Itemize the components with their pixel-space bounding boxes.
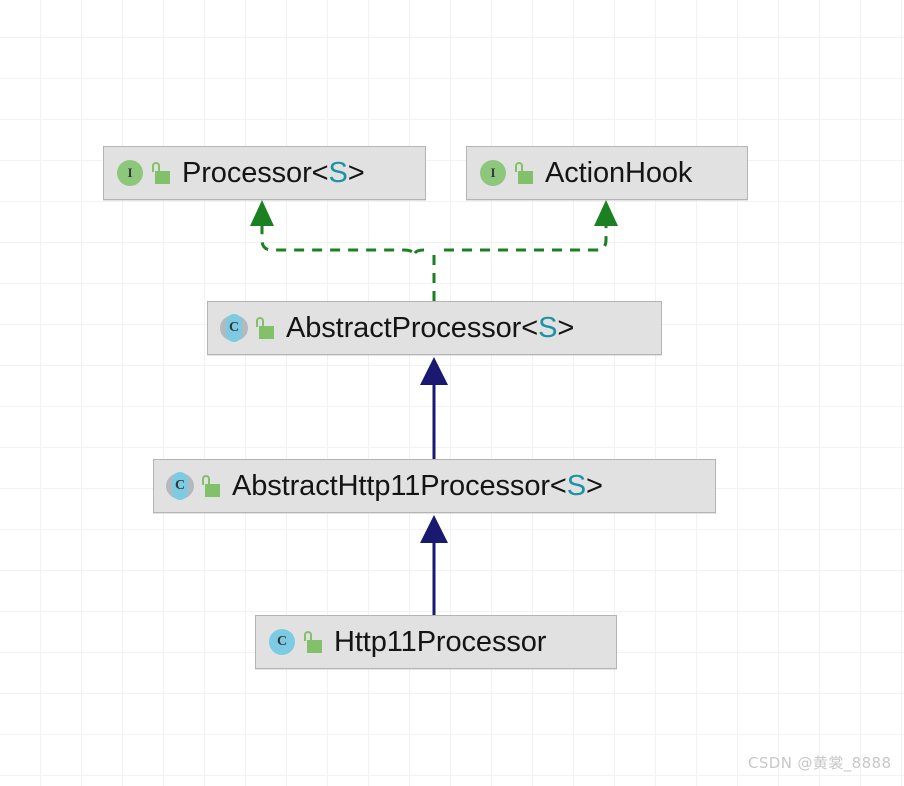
uml-node-label-http11processor: Http11Processor [334,625,547,658]
open-padlock-icon [152,162,171,184]
uml-node-label-actionhook: ActionHook [545,156,693,189]
open-padlock-icon [304,631,323,653]
edge-implements-group [250,200,618,301]
uml-node-abstractprocessor[interactable]: C AbstractProcessor<S> [207,301,662,355]
watermark: CSDN @黄裳_8888 [748,754,892,772]
uml-node-abstracthttp11processor[interactable]: C AbstractHttp11Processor<S> [153,459,716,513]
uml-node-processor[interactable]: I Processor<S> [103,146,426,200]
abstract-class-icon-glyph: C [226,314,242,342]
open-padlock-icon [515,162,534,184]
edge-implements-branch-left [260,216,425,257]
uml-node-http11processor[interactable]: C Http11Processor [255,615,617,669]
uml-node-label-processor: Processor<S> [182,156,365,189]
class-icon-glyph: C [269,629,295,655]
edge-extends-arrowhead-abstracthttp11processor [420,515,448,543]
interface-icon-glyph: I [117,160,143,186]
edge-implements-branch-right [444,216,608,252]
interface-icon-glyph: I [480,160,506,186]
interface-icon: I [115,158,145,188]
abstract-class-icon: C [165,471,195,501]
abstract-class-icon-glyph: C [172,472,188,500]
abstract-class-icon: C [219,313,249,343]
open-padlock-icon [202,475,221,497]
edge-implements-arrowhead-processor [250,200,274,226]
uml-node-label-abstractprocessor: AbstractProcessor<S> [286,311,575,344]
interface-icon: I [478,158,508,188]
edge-extends-arrowhead-abstractprocessor [420,357,448,385]
uml-node-label-abstracthttp11processor: AbstractHttp11Processor<S> [232,469,603,502]
edge-implements-arrowhead-actionhook [594,200,618,226]
class-icon: C [267,627,297,657]
uml-node-actionhook[interactable]: I ActionHook [466,146,748,200]
open-padlock-icon [256,317,275,339]
